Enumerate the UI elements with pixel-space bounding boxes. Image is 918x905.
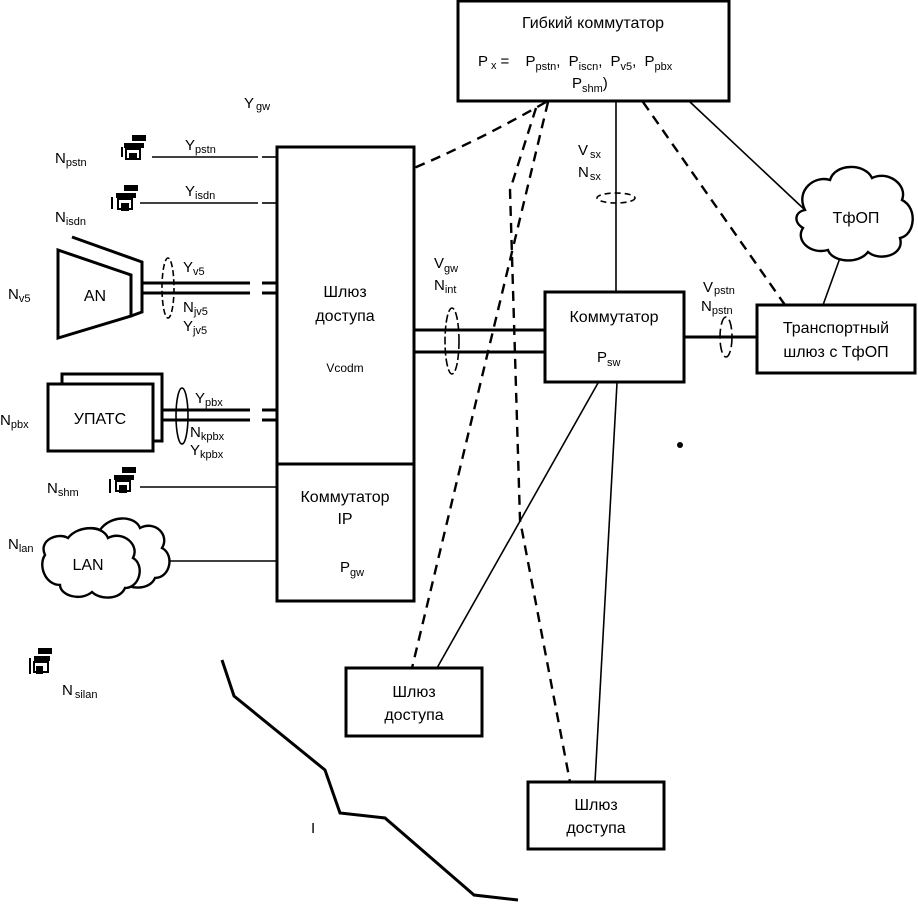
ip-switch-param: Pgw	[340, 559, 364, 579]
ip-switch-title1: Коммутатор	[300, 489, 389, 506]
label-y-v5: Yv5	[183, 259, 205, 278]
softswitch-formula-line2: Pshm)	[572, 75, 608, 95]
ip-switch-box[interactable]	[275, 462, 416, 603]
boundary-mark-label: I	[311, 820, 315, 837]
access-gateway-3-title1: Шлюз	[574, 797, 617, 814]
pbx-block-back	[60, 372, 164, 443]
label-y-isdn: Yisdn	[185, 183, 215, 202]
label-n-int: Nint	[434, 277, 456, 296]
access-gateway-3-title2: доступа	[566, 820, 625, 837]
access-gateway-2-box[interactable]	[344, 666, 484, 738]
label-n-v5: Nv5	[8, 286, 30, 305]
label-y-pbx: Ypbx	[195, 390, 223, 409]
an-block-back	[71, 235, 144, 318]
access-gateway-2-title1: Шлюз	[392, 684, 435, 701]
core-switch-param: Psw	[597, 349, 621, 369]
access-gateway-3-box[interactable]	[526, 780, 666, 851]
control-link-softswitch-gateway	[413, 100, 547, 170]
label-n-pstn2: Npstn	[701, 298, 733, 317]
access-gateway-main-box[interactable]	[275, 145, 416, 466]
label-n-jv5: Njv5	[183, 299, 208, 318]
softswitch-box[interactable]	[456, 0, 731, 103]
pstn-cloud-icon[interactable]	[795, 165, 914, 262]
access-gateway-main-title2: доступа	[315, 308, 374, 325]
transport-gateway-title1: Транспортный	[783, 320, 889, 337]
label-y-kpbx: Ykpbx	[190, 442, 224, 461]
stray-dot	[677, 442, 683, 448]
label-v-pstn: Vpstn	[703, 279, 735, 297]
link-switch-gateway3	[594, 382, 618, 783]
an-block-icon[interactable]	[56, 247, 133, 341]
bundle-marker-gw	[444, 307, 460, 375]
control-link-softswitch-transport	[642, 101, 786, 306]
control-link-softswitch-gateway2	[410, 101, 550, 669]
label-n-pstn: Npstn	[55, 150, 87, 169]
phone-icon-shm[interactable]	[109, 467, 136, 493]
link-softswitch-pstn	[689, 101, 806, 211]
control-link-softswitch-gateway3	[508, 107, 572, 783]
link-switch-gateway2	[436, 382, 599, 669]
bundle-marker-pstn	[719, 316, 733, 358]
label-n-pbx: Npbx	[0, 412, 29, 431]
pstn-cloud-label: ТфОП	[833, 210, 880, 227]
bundle-marker-pbx	[175, 387, 189, 445]
transport-gateway-title2: шлюз с ТфОП	[783, 344, 888, 361]
label-n-kpbx: Nkpbx	[190, 424, 225, 443]
network-boundary-line	[220, 659, 519, 902]
label-v-gw: Vgw	[434, 255, 458, 275]
bundle-marker-sx	[596, 192, 636, 204]
label-n-isdn: Nisdn	[55, 209, 86, 228]
lan-cloud-label: LAN	[72, 557, 103, 574]
phone-icon-silan[interactable]	[29, 648, 52, 674]
core-switch-box[interactable]	[543, 290, 686, 384]
phone-icon-pstn[interactable]	[121, 135, 146, 160]
phone-icon-isdn[interactable]	[111, 185, 138, 211]
core-switch-title: Коммутатор	[569, 309, 658, 326]
pbx-block-icon[interactable]	[46, 382, 155, 453]
link-pstn-transport	[822, 257, 841, 306]
softswitch-title: Гибкий коммутатор	[522, 15, 664, 32]
access-gateway-main-title1: Шлюз	[323, 284, 366, 301]
label-y-pstn: Ypstn	[185, 137, 216, 156]
ip-switch-title2: IP	[337, 511, 352, 528]
access-gateway-main-param: Vcodm	[326, 361, 363, 375]
bundle-marker-v5	[161, 257, 175, 319]
label-y-jv5: Yjv5	[183, 318, 207, 337]
label-n-sx: Nsx	[578, 164, 601, 183]
label-n-lan: Nlan	[8, 536, 34, 555]
label-n-shm: Nshm	[47, 480, 79, 499]
pbx-block-label: УПАТС	[74, 411, 126, 428]
lan-cloud-icon[interactable]	[41, 527, 141, 599]
access-gateway-2-title2: доступа	[384, 707, 443, 724]
transport-gateway-box[interactable]	[755, 303, 917, 375]
an-block-label: AN	[84, 288, 106, 305]
